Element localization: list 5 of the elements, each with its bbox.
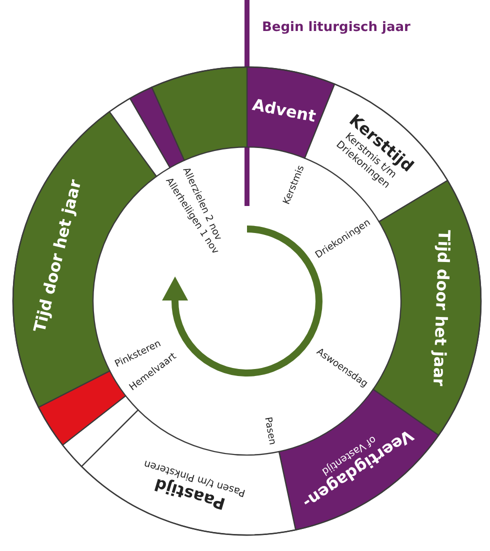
season-name: Advent [250, 95, 318, 126]
start-label: Begin liturgisch jaar [262, 20, 410, 35]
season-name: Tijd door het jaar [428, 229, 453, 386]
season-name: Tijd door het jaar [31, 178, 86, 334]
feast-label: Pasen [262, 416, 278, 446]
